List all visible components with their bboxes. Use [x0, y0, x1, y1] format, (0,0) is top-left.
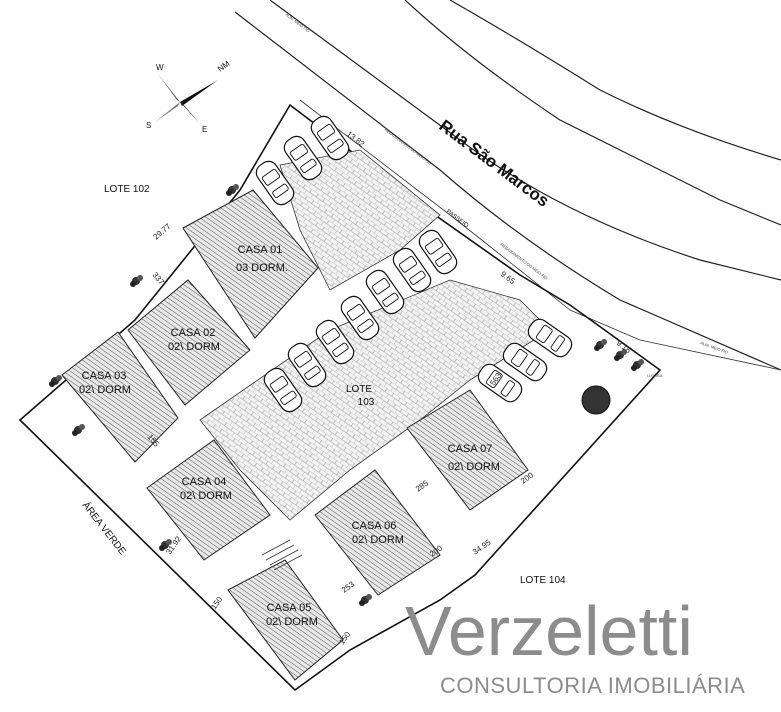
- house-name: CASA 03: [82, 370, 127, 382]
- house-block: [61, 331, 179, 463]
- house-name: CASA 01: [238, 244, 283, 256]
- house-block: [314, 469, 441, 596]
- sidewalk-edges: [299, 99, 781, 371]
- compass-south-label: S: [146, 121, 151, 130]
- dimension-text: 29.77: [152, 221, 174, 241]
- dimension-text: 253: [340, 579, 357, 594]
- lot-102-label: LOTE 102: [104, 184, 150, 195]
- house-name: CASA 04: [182, 476, 227, 488]
- compass-west-label: W: [156, 63, 164, 72]
- tree-label: LIXEIRA: [647, 373, 663, 378]
- dimension-text: 34.95: [471, 537, 493, 556]
- street-name: Rua São Marcos: [436, 116, 553, 211]
- dimension-text: 285: [414, 478, 431, 493]
- curb-label: ALIN. MEIO FIO: [284, 12, 310, 34]
- house-desc: 03 DORM.: [236, 262, 288, 274]
- house-block: [182, 189, 319, 339]
- logo-wordmark: Verzeletti: [405, 592, 693, 670]
- lot-103-boundary: [18, 103, 662, 692]
- house-desc: 02\ DORM: [180, 490, 232, 502]
- paved-area-main: [199, 279, 551, 521]
- house-block: [146, 439, 271, 561]
- house-name: CASA 05: [267, 602, 312, 614]
- house-block: [127, 279, 251, 406]
- house-desc: 02\ DORM: [168, 341, 220, 353]
- house-name: CASA 06: [352, 520, 397, 532]
- house-desc: 02\ DORM: [352, 534, 404, 546]
- lot-103-number: 103: [358, 397, 375, 408]
- lot-103-label: LOTE: [346, 384, 372, 395]
- landscaping: [49, 184, 644, 606]
- dimension-text: 150: [337, 630, 352, 647]
- house-blocks: [61, 189, 529, 681]
- house-desc: 02\ DORM: [266, 616, 318, 628]
- lot-104-label: LOTE 104: [520, 575, 566, 586]
- street-edges: [234, 0, 781, 371]
- compass-north-label: NM: [216, 59, 232, 74]
- compass-rose: NM W S E: [146, 59, 232, 134]
- house-block: [227, 559, 344, 681]
- house-labels: CASA 01 03 DORM. CASA 02 02\ DORM CASA 0…: [79, 244, 500, 628]
- dimension-text: 150: [209, 595, 224, 612]
- house-block: [406, 389, 529, 511]
- area-verde-label: ÁREA VERDE: [80, 499, 130, 558]
- rebaixo-label: REBAIXAMENTO DO MEIO FIO: [383, 127, 432, 166]
- house-desc: 02\ DORM: [448, 461, 500, 473]
- company-logo: Verzeletti CONSULTORIA IMOBILIÁRIA: [405, 592, 745, 698]
- house-desc: 02\ DORM: [79, 384, 131, 396]
- sidewalk-label: PASSEIO: [445, 209, 470, 230]
- compass-east-label: E: [202, 125, 207, 134]
- house-name: CASA 02: [171, 327, 216, 339]
- tree-icon: [581, 385, 611, 415]
- stairs: [261, 539, 303, 571]
- house-name: CASA 07: [448, 443, 493, 455]
- logo-tagline: CONSULTORIA IMOBILIÁRIA: [440, 673, 745, 698]
- curb-label: ALIN. MEIO FIO: [700, 340, 729, 355]
